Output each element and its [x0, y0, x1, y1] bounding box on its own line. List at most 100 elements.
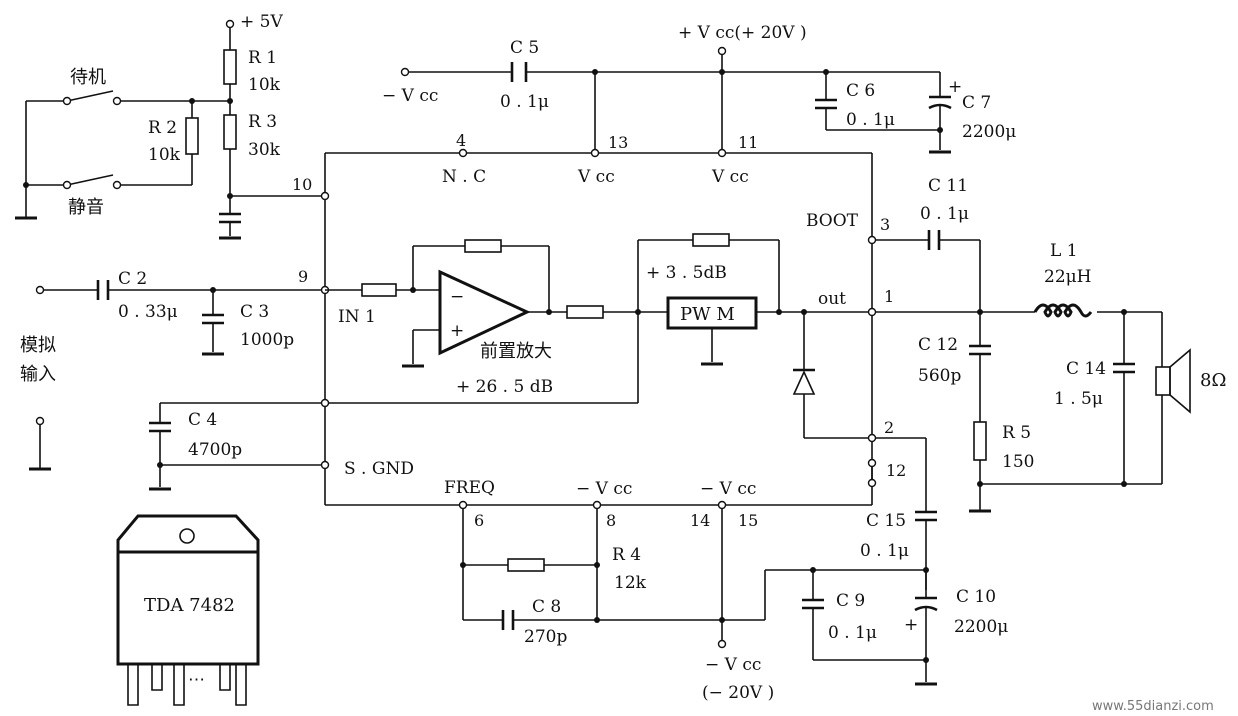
r4-name: R 4 [612, 545, 641, 565]
c9-value: 0 . 1μ [828, 623, 877, 643]
c7-polarity: + [948, 77, 962, 97]
capacitor-c9 [802, 598, 824, 610]
input-ground-terminal [35, 416, 45, 426]
watermark: www.55dianzi.com [1092, 699, 1214, 714]
junction-dot [810, 567, 816, 573]
r5-value: 150 [1002, 452, 1034, 472]
c2-name: C 2 [118, 269, 147, 289]
pin-6-node [458, 500, 468, 510]
analog-input-label-1: 模拟 [20, 335, 56, 356]
r4-value: 12k [614, 573, 647, 593]
capacitor-c11 [927, 230, 941, 250]
r5-name: R 5 [1002, 423, 1031, 443]
c8-name: C 8 [532, 597, 561, 617]
pwm-block [666, 296, 758, 330]
pin-8-node [592, 500, 602, 510]
junction-dot [189, 98, 195, 104]
analog-input-terminal [35, 285, 45, 295]
c15-name: C 15 [866, 511, 906, 531]
minus-vcc8-label: − V cc [576, 479, 632, 499]
pwm-gain-label: + 3 . 5dB [646, 263, 727, 283]
c14-name: C 14 [1066, 359, 1106, 379]
freq-label: FREQ [444, 478, 495, 498]
c10-polarity: + [904, 615, 918, 635]
capacitor-c5 [510, 62, 528, 82]
speaker-impedance: 8Ω [1200, 370, 1226, 391]
capacitor-c2 [96, 280, 110, 300]
junction-dot [977, 481, 983, 487]
pin-15-label: 15 [738, 511, 758, 530]
junction-dot [719, 69, 725, 75]
pin-12b-node [867, 478, 877, 488]
preamp-label: 前置放大 [480, 341, 552, 362]
c12-name: C 12 [918, 335, 958, 355]
nc-label: N . C [442, 167, 486, 187]
pin-12-node [867, 458, 877, 468]
junction-dot [594, 617, 600, 623]
l1-name: L 1 [1050, 241, 1078, 261]
pin-1-label: 1 [884, 287, 894, 306]
c7-value: 2200μ [962, 122, 1016, 142]
minus-vcc-bottom-label: − V cc [705, 655, 761, 675]
r2-value: 10k [148, 145, 181, 165]
c10-value: 2200μ [954, 617, 1008, 637]
junction-dot [157, 462, 163, 468]
ic-outline [324, 152, 873, 506]
pin-3-label: 3 [880, 215, 890, 234]
pin-13-label: 13 [608, 133, 628, 152]
c10-name: C 10 [956, 587, 996, 607]
opamp-plus-sign: + [450, 321, 464, 341]
l1-value: 22μH [1044, 267, 1092, 287]
junction-dot [546, 309, 552, 315]
c11-name: C 11 [928, 176, 968, 196]
capacitor-c10 [914, 596, 938, 612]
r2-name: R 2 [148, 118, 177, 138]
c14-value: 1 . 5μ [1054, 389, 1103, 409]
r3-value: 30k [248, 140, 281, 160]
vcc13-label: V cc [577, 167, 615, 187]
junction-dot [227, 193, 233, 199]
ic-node [320, 398, 330, 408]
in1-label: IN 1 [338, 307, 376, 327]
junction-dot [23, 182, 29, 188]
c15-value: 0 . 1μ [860, 541, 909, 561]
pin-13-node [590, 148, 600, 158]
junction-dot [592, 69, 598, 75]
pin-10-node [320, 191, 330, 201]
c11-value: 0 . 1μ [920, 204, 969, 224]
analog-input-label-2: 输入 [20, 364, 56, 385]
r1-name: R 1 [248, 48, 277, 68]
vcc11-label: V cc [711, 167, 749, 187]
plus5v-label: + 5V [240, 12, 283, 32]
c9-name: C 9 [836, 591, 865, 611]
junction-dot [823, 69, 829, 75]
mute-switch-contact [62, 180, 72, 190]
c6-value: 0 . 1μ [846, 110, 895, 130]
junction-dot [635, 309, 641, 315]
c3-name: C 3 [240, 302, 269, 322]
pin-4-node [458, 148, 468, 158]
capacitor-c8 [501, 610, 515, 630]
capacitor-c3 [202, 313, 224, 325]
junction-dot [977, 309, 983, 315]
junction-dot [923, 567, 929, 573]
standby-label: 待机 [70, 67, 106, 88]
pin-12-label: 12 [886, 461, 906, 480]
r3-name: R 3 [248, 112, 277, 132]
ground-symbol [15, 216, 241, 240]
pin-6-label: 6 [474, 511, 484, 530]
pin-10-label: 10 [292, 175, 312, 194]
c7-name: C 7 [962, 93, 991, 113]
c4-sgnd-wiring [159, 402, 325, 487]
pin-3-node [867, 235, 877, 245]
standby-switch-contact [62, 96, 72, 106]
package-label: TDA 7482 [144, 595, 235, 616]
capacitor-c6 [815, 98, 837, 110]
c8-value: 270p [524, 627, 567, 647]
input-wiring [39, 289, 325, 468]
mute-switch-contact [112, 180, 122, 190]
c6-name: C 6 [846, 81, 875, 101]
c3-value: 1000p [240, 330, 294, 350]
c4-name: C 4 [188, 410, 217, 430]
junction-dot [210, 287, 216, 293]
